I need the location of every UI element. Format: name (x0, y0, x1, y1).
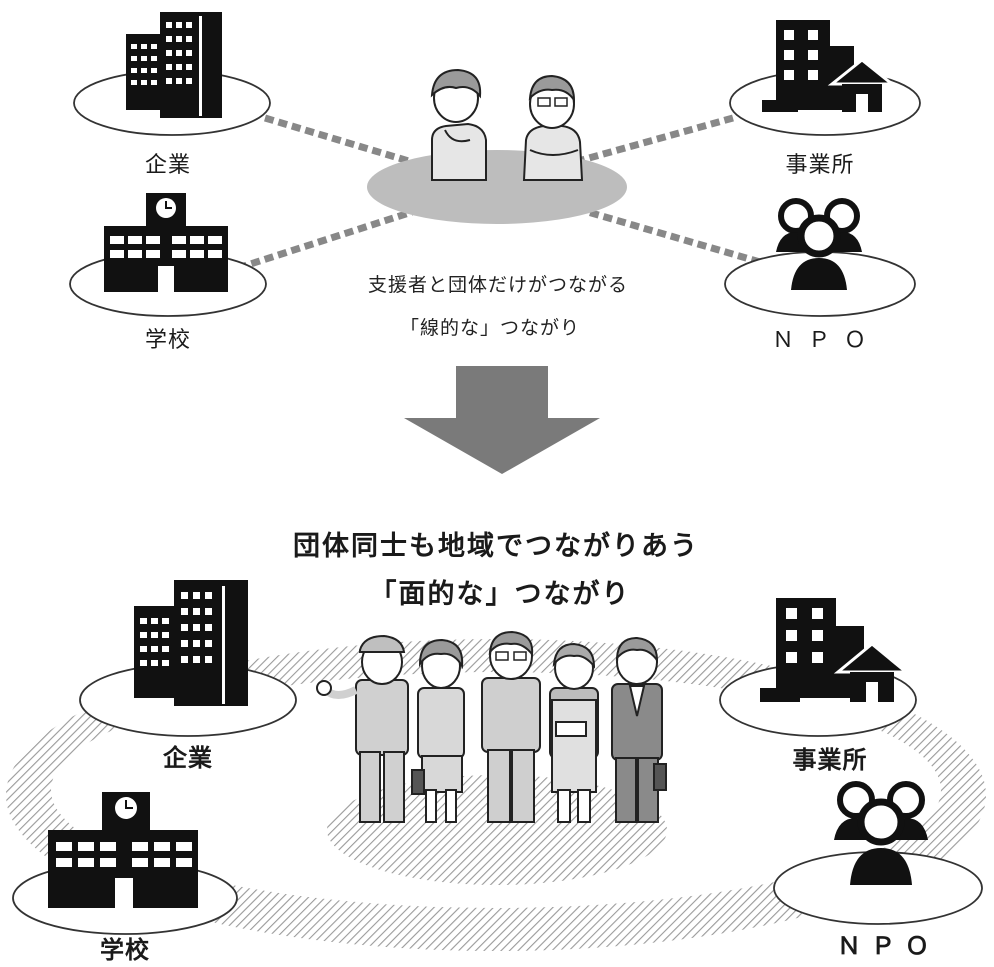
caption-line-2: 「線的な」つながり (399, 317, 581, 339)
label-school: 学校 (144, 328, 192, 353)
person-worker (316, 634, 409, 823)
bottom-label-npo: ＮＰＯ (837, 932, 939, 960)
supporter-people-icon (430, 68, 584, 181)
npo-people-icon (776, 198, 862, 290)
bottom-office-building-icon (760, 598, 911, 702)
caption-line-1: 支援者と団体だけがつながる (367, 274, 629, 296)
person-businessman (611, 636, 667, 823)
community-people-icon (316, 630, 667, 823)
school-building-icon (104, 193, 228, 292)
person-older-man (481, 630, 541, 823)
bottom-school-building-icon (48, 792, 198, 908)
center-ellipse (367, 150, 627, 224)
bottom-label-office: 事業所 (792, 746, 868, 774)
label-office: 事業所 (785, 153, 855, 178)
office-building-icon (762, 20, 897, 112)
connector-school (236, 208, 414, 272)
bottom-label-school: 学校 (100, 936, 150, 964)
person-office-woman (411, 638, 465, 823)
bottom-npo-people-icon (834, 781, 928, 885)
headline-line-2: 「面的な」つながり (369, 579, 631, 610)
person-elderly-woman (549, 642, 599, 823)
connector-npo (587, 208, 761, 266)
connector-company (263, 114, 414, 166)
label-company: 企業 (144, 153, 192, 178)
label-npo: ＮＰＯ (771, 328, 881, 353)
connector-office (581, 114, 734, 164)
bottom-label-company: 企業 (163, 744, 213, 772)
company-building-icon (126, 12, 222, 118)
connector-lines (236, 114, 761, 272)
bottom-company-building-icon (134, 580, 248, 706)
headline-line-1: 団体同士も地域でつながりあう (293, 531, 699, 562)
transition-arrow (404, 366, 600, 474)
